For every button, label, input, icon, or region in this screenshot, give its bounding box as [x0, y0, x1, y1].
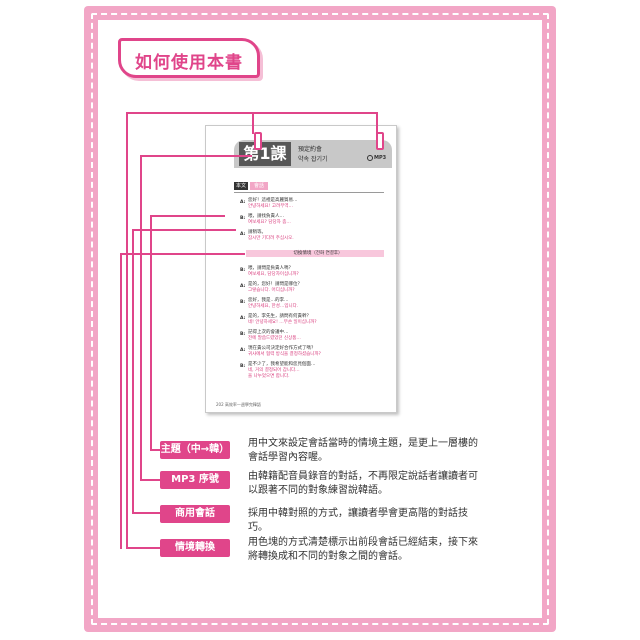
binder-clip-icon: [254, 132, 262, 150]
speaker-a: A:: [240, 200, 246, 205]
dialogue-line-chinese: 記得上次的會議中…: [248, 330, 289, 335]
desc-mp3: 由韓籍配音員錄音的對話，不再限定說話者讓讀者可以跟著不同的對象練習說韓語。: [248, 471, 478, 496]
label-scene-change: 情境轉換: [160, 539, 230, 557]
connector-line: [126, 112, 128, 549]
dialogue-line-chinese: 現在貴公司決定好合作方式了嗎？: [248, 346, 316, 351]
mp3-code: MP3: [374, 155, 387, 161]
connector-line: [132, 512, 160, 514]
speaker-a: A:: [240, 316, 246, 321]
desc-topic: 用中文來設定會話當時的情境主題，是更上一層樓的會話學習內容喔。: [248, 438, 478, 463]
label-business-conversation: 商用會話: [160, 505, 230, 523]
speaker-a: A:: [240, 284, 246, 289]
connector-line: [120, 253, 245, 255]
desc-business-conversation: 採用中韓對照的方式，讓讀者學會更高階的對話技巧。: [248, 508, 468, 533]
connector-line: [140, 155, 252, 157]
dialogue-line-chinese: 喂，請找負責人…: [248, 214, 284, 219]
banner-topic-korean: 약속 잡기기: [298, 156, 328, 163]
label-mp3: MP3 序號: [160, 471, 230, 489]
dialogue-line-korean: 여보세요, 담당자이십니까?: [248, 272, 299, 277]
desc-scene-change: 用色塊的方式清楚標示出前段會話已經結束，接下來將轉換成和不同的對象之間的會話。: [248, 537, 478, 562]
connector-line: [120, 253, 122, 549]
connector-line: [150, 215, 225, 217]
text-section-label: 本文: [234, 182, 248, 190]
connector-line: [252, 112, 254, 134]
page-footer: 202 高效率一週學完韓語: [216, 402, 261, 407]
speaker-b: B:: [240, 216, 246, 221]
connector-line: [132, 229, 134, 514]
speaker-a: A:: [240, 232, 246, 237]
connector-line: [376, 112, 378, 134]
dialogue-line-korean: 전에 말씀드렸었던 신상품…: [248, 336, 301, 341]
dialogue-line-korean: 안녕하세요, 한성…입니다.: [248, 304, 299, 309]
speaker-b: B:: [240, 300, 246, 305]
dialogue-line-chinese: 是不少了，我希望能和您見個面…: [248, 362, 316, 367]
speaker-b: B:: [240, 268, 246, 273]
dialogue-line-chinese: 是的，李先生，請問有何貴幹？: [248, 314, 311, 319]
divider: [234, 192, 384, 193]
connector-line: [150, 449, 160, 451]
binder-clip-icon: [376, 132, 384, 150]
dialogue-line-chinese: 您好，我是…的李…: [248, 298, 289, 303]
dialogue-line-chinese: 是的，您好！請問是哪位？: [248, 282, 302, 287]
dialogue-line-korean: 네, 거의 결정되어 갑니다…: [248, 368, 300, 373]
connector-line: [132, 229, 236, 231]
dialogue-line-korean: 네! 안녕하세요! …무슨 일이십니까?: [248, 320, 317, 325]
dialogue-line-korean: 안녕하세요! 고려무역…: [248, 204, 293, 209]
sample-lesson-page: 第1課 預定約會 약속 잡기기 MP3 本文 會話 A: 您好！這裡是高麗貿易……: [205, 125, 397, 413]
label-topic: 主題（中→韓）: [160, 441, 230, 459]
speaker-b: B:: [240, 364, 246, 369]
dialogue-line-korean: 그렇습니다. 어디십니까?: [248, 288, 295, 293]
scene-change-bar: [246, 250, 384, 257]
speaker-b: B:: [240, 332, 246, 337]
dialogue-line-korean: 을 나누었으면 합니다.: [248, 374, 290, 379]
dialogue-line-korean: 귀사에서 협력 방식을 결정하셨습니까?: [248, 352, 321, 357]
dialogue-line-chinese: 喂，請問是負責人嗎？: [248, 266, 293, 271]
speaker-a: A:: [240, 348, 246, 353]
text-section-tag: 會話: [250, 182, 268, 190]
dialogue-line-chinese: 請稍等。: [248, 230, 266, 235]
page-frame-dashes: [91, 13, 549, 625]
banner-topic-chinese: 預定約會: [298, 146, 323, 153]
title-tag: 如何使用本書: [118, 38, 260, 78]
connector-line: [140, 155, 142, 481]
cd-icon: [367, 155, 373, 161]
connector-line: [140, 479, 160, 481]
lesson-number: 第1課: [239, 142, 291, 166]
dialogue-line-chinese: 您好！這裡是高麗貿易…: [248, 198, 298, 203]
scene-change-text: 切換情境（전화 연결후）: [293, 251, 343, 256]
dialogue-line-korean: 여보세요? 담당자 좀…: [248, 220, 291, 225]
connector-line: [126, 547, 160, 549]
connector-line: [150, 215, 152, 451]
page-title: 如何使用本書: [135, 53, 243, 73]
dialogue-line-korean: 잠시만 기다려 주십시오.: [248, 236, 294, 241]
